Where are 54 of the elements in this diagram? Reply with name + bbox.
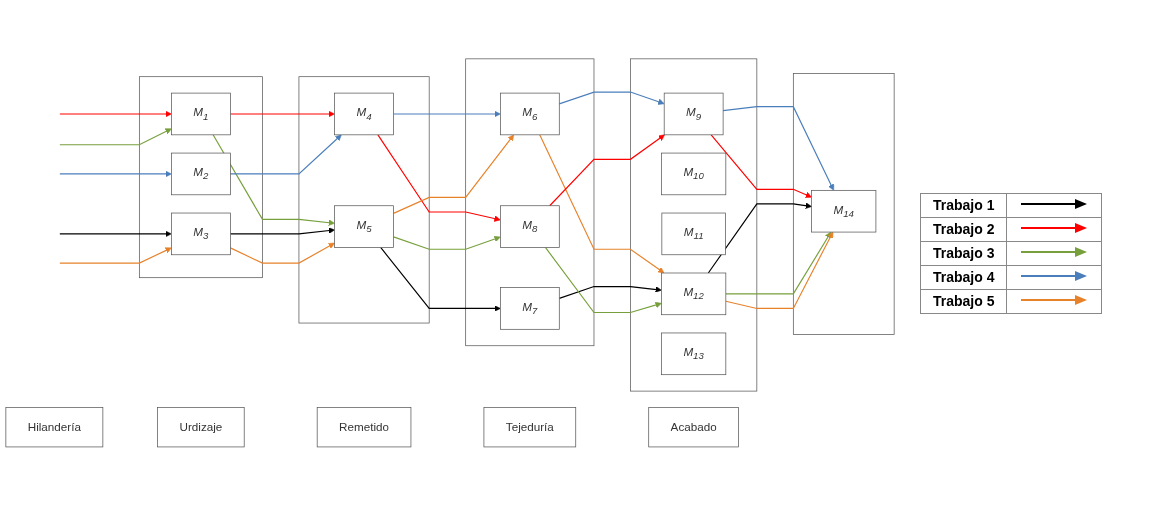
node-box: M$_{2}$ xyxy=(171,152,231,196)
node-box: M$_{8}$ xyxy=(500,205,560,248)
arrow xyxy=(229,227,335,235)
arrow xyxy=(392,236,501,250)
arrow xyxy=(212,134,335,226)
arrow xyxy=(59,230,172,238)
node-box: M$_{1}$ xyxy=(171,92,231,136)
arrow xyxy=(725,231,834,310)
node-box: M$_{9}$ xyxy=(663,92,724,136)
legend-text: Trabajo 2 xyxy=(920,217,1007,241)
arrow xyxy=(722,106,835,191)
arrow xyxy=(377,134,501,222)
arrow xyxy=(59,110,172,118)
node-box: M$_{7}$ xyxy=(500,287,560,330)
arrow xyxy=(544,247,662,314)
cluster xyxy=(630,58,758,392)
node-box: M$_{5}$ xyxy=(334,205,394,248)
arrow xyxy=(392,134,515,215)
node-box: M$_{13}$ xyxy=(661,332,727,376)
node-box: Acabado xyxy=(648,407,739,448)
arrow xyxy=(725,231,832,295)
legend-text: Trabajo 1 xyxy=(920,193,1007,217)
cluster xyxy=(465,58,595,347)
node-box: M$_{3}$ xyxy=(171,212,231,256)
arrow xyxy=(710,134,812,198)
arrow xyxy=(549,134,665,207)
node-box: Urdizaje xyxy=(157,407,245,448)
cluster xyxy=(792,73,895,335)
cluster xyxy=(139,76,263,279)
node-box: M$_{10}$ xyxy=(661,152,727,196)
arrow xyxy=(59,170,172,178)
arrow xyxy=(558,286,662,300)
arrow xyxy=(59,128,172,146)
node-box: M$_{12}$ xyxy=(661,272,727,316)
node-box: M$_{4}$ xyxy=(334,92,394,136)
arrow xyxy=(539,134,665,274)
node-box: Remetido xyxy=(316,407,412,448)
node-box: M$_{11}$ xyxy=(661,212,726,256)
arrow xyxy=(392,110,501,118)
legend-text: Trabajo 3 xyxy=(920,241,1007,265)
arrow xyxy=(707,202,812,274)
cluster xyxy=(298,76,430,324)
arrow xyxy=(380,247,501,312)
arrow xyxy=(229,110,335,118)
legend-text: Trabajo 5 xyxy=(920,289,1007,313)
legend-text: Trabajo 4 xyxy=(920,265,1007,289)
node-box: Tejeduría xyxy=(483,407,577,448)
arrow xyxy=(59,247,172,264)
node-box: M$_{6}$ xyxy=(500,92,560,136)
arrow xyxy=(558,91,665,105)
node-box: M$_{14}$ xyxy=(811,190,877,233)
arrow xyxy=(229,134,342,175)
node-box: Hilandería xyxy=(5,407,104,448)
arrow xyxy=(229,242,335,264)
